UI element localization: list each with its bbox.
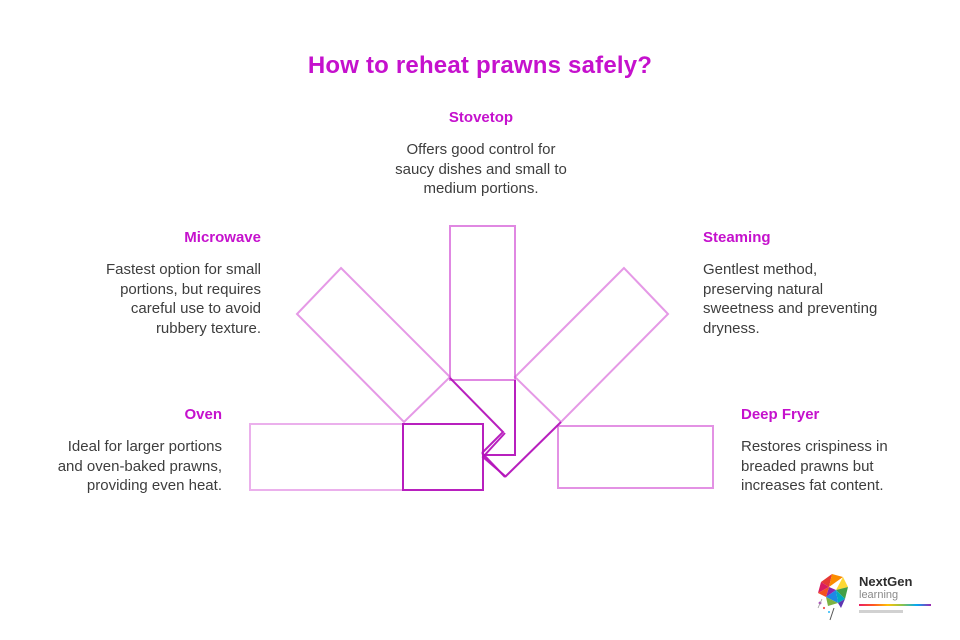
- deep-fryer-arrow-body: [557, 425, 714, 489]
- logo-name: NextGen: [859, 574, 913, 589]
- microwave-arrow-body: [295, 266, 452, 424]
- oven-arrow-head-segment: [402, 423, 484, 491]
- method-microwave: Microwave Fastest option for small porti…: [31, 229, 261, 338]
- method-deep-fryer: Deep Fryer Restores crispiness in breade…: [741, 406, 941, 496]
- method-microwave-label: Microwave: [184, 229, 261, 246]
- logo-rainbow-divider: [859, 604, 931, 606]
- stovetop-arrow-head: [484, 380, 516, 456]
- method-deep-fryer-description: Restores crispiness in breaded prawns bu…: [741, 438, 888, 494]
- microwave-arrow-head: [449, 377, 505, 454]
- logo-tagline: [859, 610, 903, 613]
- method-stovetop-description: Offers good control for saucy dishes and…: [395, 141, 567, 197]
- method-oven: Oven Ideal for larger portions and oven-…: [22, 406, 222, 496]
- nextgen-learning-logo: NextGen learning: [812, 570, 952, 628]
- method-stovetop: Stovetop Offers good control for saucy d…: [331, 109, 631, 199]
- steaming-arrow-head-edge: [504, 421, 562, 478]
- brain-icon: [817, 574, 848, 621]
- steaming-arrow-body: [513, 266, 670, 424]
- method-oven-description: Ideal for larger portions and oven-baked…: [57, 438, 222, 494]
- method-steaming: Steaming Gentlest method, preserving nat…: [703, 229, 933, 338]
- stovetop-arrow-body: [449, 225, 516, 381]
- center-v-edge: [481, 452, 506, 478]
- method-microwave-description: Fastest option for small portions, but r…: [105, 261, 261, 337]
- method-oven-label: Oven: [184, 406, 222, 423]
- method-deep-fryer-label: Deep Fryer: [741, 406, 820, 423]
- logo-subtitle: learning: [859, 589, 899, 601]
- method-steaming-description: Gentlest method, preserving natural swee…: [703, 261, 878, 337]
- page-title: How to reheat prawns safely?: [307, 52, 653, 79]
- method-steaming-label: Steaming: [703, 229, 771, 246]
- oven-arrow-body: [249, 423, 404, 491]
- method-stovetop-label: Stovetop: [448, 109, 514, 126]
